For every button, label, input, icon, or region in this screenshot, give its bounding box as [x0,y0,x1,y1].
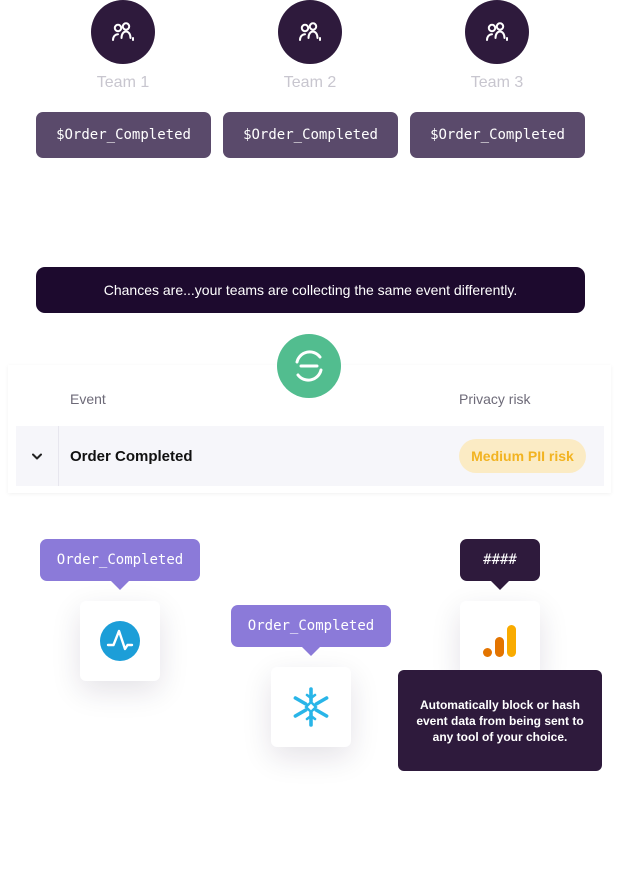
snowflake-icon [293,687,329,727]
amplitude-icon [100,621,140,661]
info-banner: Chances are...your teams are collecting … [36,267,585,313]
privacy-risk-badge: Medium PII risk [459,439,586,473]
expand-row-button[interactable] [16,426,59,486]
column-header-event: Event [70,391,106,407]
google-analytics-hashed-tag: #### [460,539,540,590]
amplitude-event-tag: Order_Completed [40,539,200,590]
snowflake-card [271,667,351,747]
amplitude-card [80,601,160,681]
users-icon [486,22,508,41]
google-analytics-card [460,601,540,681]
team-3-avatar [465,0,529,64]
team-2-label: Team 2 [283,74,337,91]
team-2-event-pill: $Order_Completed [223,112,398,158]
team-3-event-pill: $Order_Completed [410,112,585,158]
users-icon [112,22,134,41]
team-1-avatar [91,0,155,64]
snowflake-event-tag: Order_Completed [231,605,391,656]
segment-logo [277,334,341,398]
users-icon [299,22,321,41]
column-header-privacy-risk: Privacy risk [459,391,531,407]
google-analytics-icon [483,625,516,657]
team-3-label: Team 3 [470,74,524,91]
team-2-avatar [278,0,342,64]
block-hash-tooltip: Automatically block or hash event data f… [398,670,602,771]
team-1-event-pill: $Order_Completed [36,112,211,158]
chevron-down-icon [32,453,42,459]
team-1-label: Team 1 [96,74,150,91]
event-name: Order Completed [70,448,193,465]
segment-icon [295,350,323,382]
